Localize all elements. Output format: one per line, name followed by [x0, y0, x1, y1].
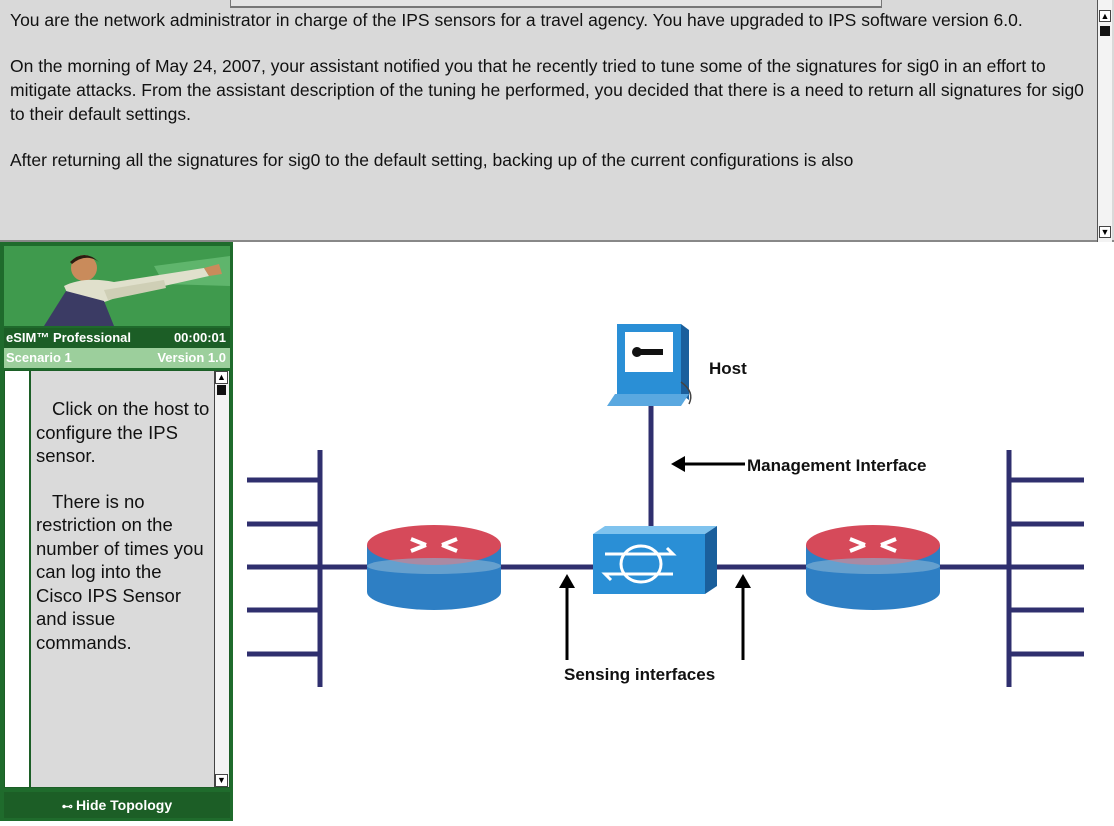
topology-canvas: Host Management Interface Sensing interf… — [233, 242, 1114, 821]
banner-image — [4, 246, 230, 326]
scenario-label: Scenario 1 — [6, 350, 72, 365]
topology-diagram: Host Management Interface Sensing interf… — [247, 324, 1084, 687]
version-label: Version 1.0 — [157, 350, 226, 365]
scroll-thumb[interactable] — [217, 385, 226, 395]
scenario-tab — [230, 0, 882, 8]
topology-icon: ⊷ — [61, 801, 76, 813]
left-router-icon[interactable] — [367, 525, 501, 610]
left-lan-segment — [247, 450, 323, 687]
scenario-paragraph: You are the network administrator in cha… — [10, 10, 1023, 30]
scroll-up-icon[interactable]: ▲ — [1099, 10, 1111, 22]
sensing-arrow-right-icon — [735, 574, 751, 660]
instruction-item: There is no restriction on the number of… — [36, 490, 204, 653]
right-router-icon[interactable] — [806, 525, 940, 610]
ips-sensor-icon[interactable] — [593, 526, 717, 594]
product-title-row: eSIM™ Professional 00:00:01 — [4, 328, 230, 348]
scroll-up-icon[interactable]: ▲ — [215, 371, 228, 384]
sensing-arrow-left-icon — [559, 574, 575, 660]
instructions-text: Click on the host to configure the IPS s… — [36, 397, 212, 676]
instruction-item: Click on the host to configure the IPS s… — [36, 398, 210, 466]
instructions-margin — [5, 371, 31, 787]
host-label: Host — [709, 359, 747, 378]
scroll-down-icon[interactable]: ▼ — [1099, 226, 1111, 238]
hide-topology-button[interactable]: ⊷ Hide Topology — [4, 792, 230, 818]
network-engineer-illustration — [4, 246, 230, 326]
sidebar: eSIM™ Professional 00:00:01 Scenario 1 V… — [0, 242, 233, 821]
sensing-interfaces-label: Sensing interfaces — [564, 665, 715, 684]
hide-topology-label: Hide Topology — [75, 797, 173, 813]
instructions-scrollbar[interactable]: ▲ ▼ — [214, 371, 229, 787]
right-lan-segment — [1006, 450, 1084, 687]
scroll-down-icon[interactable]: ▼ — [215, 774, 228, 787]
scenario-row: Scenario 1 Version 1.0 — [4, 348, 230, 368]
elapsed-timer: 00:00:01 — [173, 330, 226, 345]
scenario-panel: You are the network administrator in cha… — [0, 0, 1114, 242]
management-interface-label: Management Interface — [747, 456, 927, 475]
scenario-paragraph: After returning all the signatures for s… — [10, 150, 854, 170]
product-name: eSIM™ Professional — [6, 330, 131, 345]
host-computer-icon[interactable] — [607, 324, 692, 406]
instructions-panel: Click on the host to configure the IPS s… — [4, 370, 230, 788]
scenario-paragraph: On the morning of May 24, 2007, your ass… — [10, 56, 1084, 124]
scroll-thumb[interactable] — [1100, 26, 1110, 36]
scenario-text: You are the network administrator in cha… — [10, 8, 1090, 194]
management-arrow-icon — [671, 456, 745, 472]
scenario-scrollbar[interactable]: ▲ ▼ — [1097, 0, 1112, 242]
